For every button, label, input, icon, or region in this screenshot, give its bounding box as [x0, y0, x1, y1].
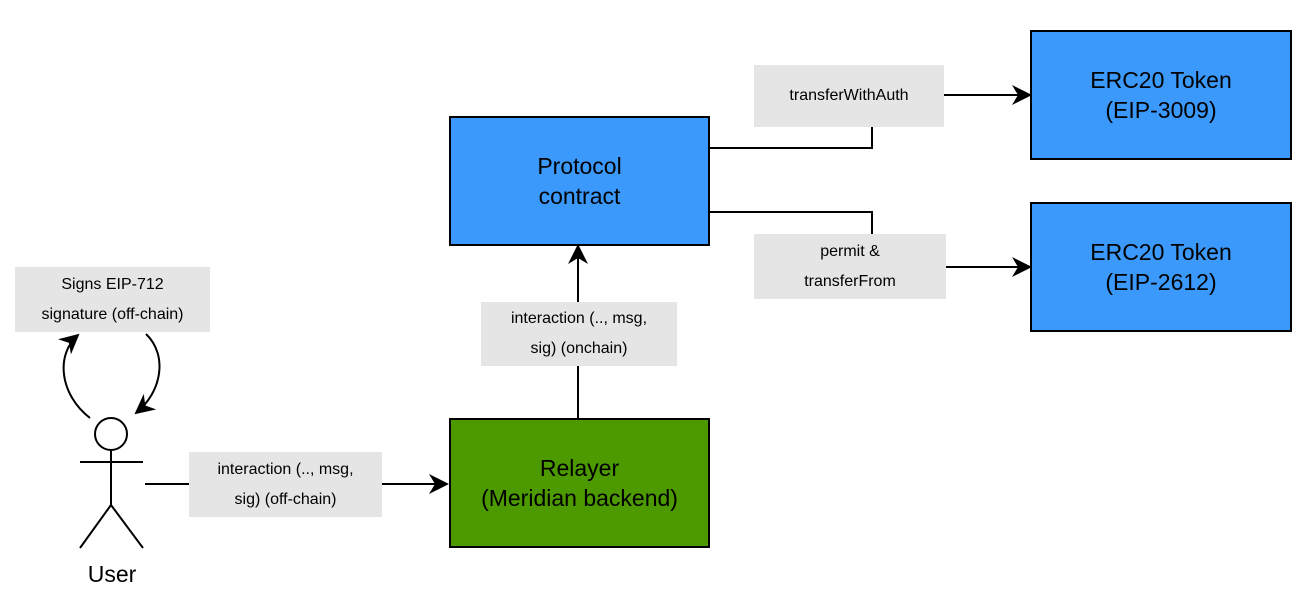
actor-user-label: User: [87, 561, 137, 587]
label-signs-signature: Signs EIP-712 signature (off-chain): [15, 267, 210, 332]
node-relayer-line2: (Meridian backend): [481, 485, 678, 511]
label-permit-transfer-from-line1: permit &: [820, 242, 880, 260]
label-user-to-relayer-line1: interaction (.., msg,: [217, 460, 354, 478]
node-erc20-eip2612: ERC20 Token (EIP-2612): [1030, 202, 1292, 332]
label-permit-transfer-from: permit & transferFrom: [754, 234, 946, 299]
node-protocol-contract-line2: contract: [538, 183, 621, 209]
node-relayer: Relayer (Meridian backend): [449, 418, 710, 548]
label-transfer-with-auth-line1: transferWithAuth: [789, 87, 909, 104]
node-erc20-eip2612-line2: (EIP-2612): [1105, 269, 1217, 295]
label-user-to-relayer-line2: sig) (off-chain): [234, 490, 337, 508]
label-signs-line1: Signs EIP-712: [61, 275, 164, 293]
node-relayer-line1: Relayer: [539, 455, 620, 481]
label-user-to-relayer: interaction (.., msg, sig) (off-chain): [189, 452, 382, 517]
label-relayer-to-contract-line1: interaction (.., msg,: [510, 310, 648, 327]
label-relayer-to-contract: interaction (.., msg, sig) (onchain): [481, 302, 677, 366]
node-erc20-eip2612-line1: ERC20 Token: [1090, 239, 1232, 265]
stick-figure-icon: [79, 417, 144, 549]
label-transfer-with-auth: transferWithAuth: [754, 65, 944, 127]
node-protocol-contract: Protocol contract: [449, 116, 710, 246]
node-erc20-eip3009: ERC20 Token (EIP-3009): [1030, 30, 1292, 160]
label-permit-transfer-from-line2: transferFrom: [804, 272, 896, 290]
label-signs-line2: signature (off-chain): [41, 305, 184, 323]
node-erc20-eip3009-line2: (EIP-3009): [1105, 97, 1217, 123]
node-protocol-contract-line1: Protocol: [537, 153, 622, 179]
loop-arrow-down: [134, 333, 161, 415]
loop-arrow-up: [57, 333, 91, 419]
label-relayer-to-contract-line2: sig) (onchain): [530, 340, 628, 357]
node-erc20-eip3009-line1: ERC20 Token: [1090, 67, 1232, 93]
